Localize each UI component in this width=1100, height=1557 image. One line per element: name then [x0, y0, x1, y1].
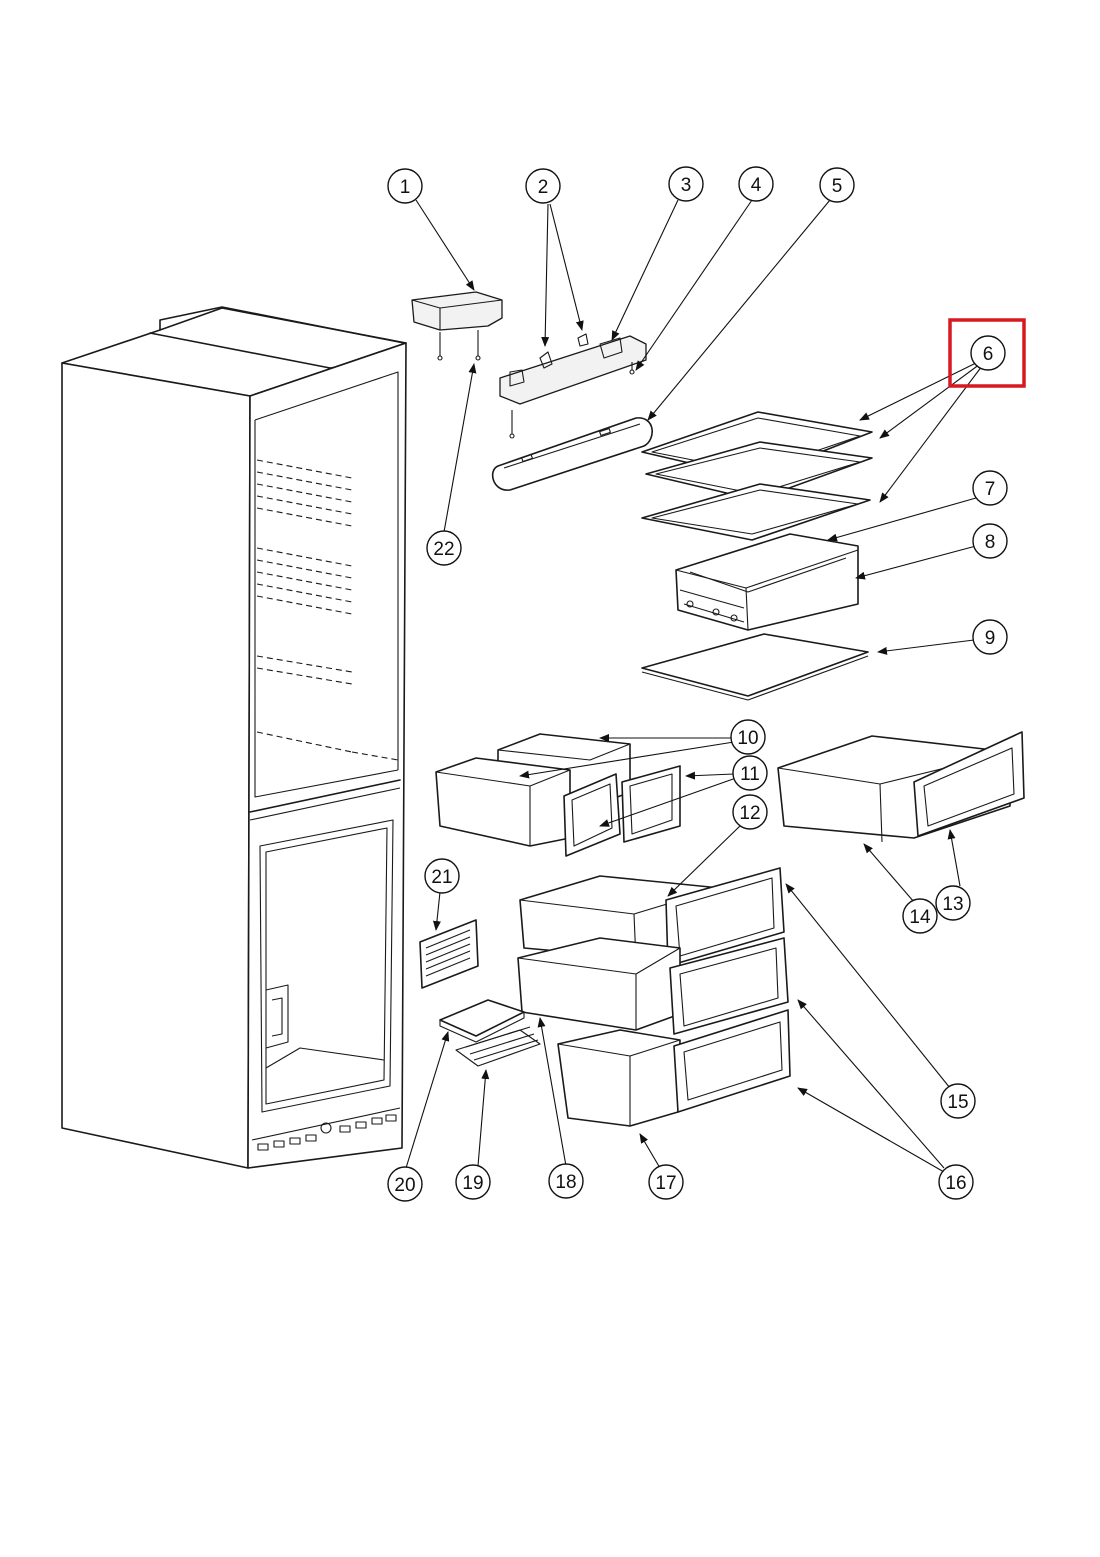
callout-label-20: 20: [394, 1175, 415, 1196]
callout-label-3: 3: [681, 175, 692, 196]
callout-6: 6: [948, 318, 1026, 388]
callout-22: 22: [426, 530, 462, 566]
callout-14: 14: [902, 898, 938, 934]
callout-9: 9: [972, 619, 1008, 655]
callout-label-7: 7: [985, 479, 996, 500]
callout-10: 10: [730, 719, 766, 755]
callout-2: 2: [525, 168, 561, 204]
callout-label-14: 14: [909, 907, 931, 928]
callout-label-16: 16: [945, 1173, 966, 1194]
callout-label-2: 2: [538, 177, 549, 198]
callout-label-11: 11: [740, 764, 760, 785]
part-glass-shelves: [641, 411, 873, 541]
callout-5: 5: [819, 167, 855, 203]
callout-label-1: 1: [400, 177, 411, 198]
part-chiller-box: [675, 533, 859, 631]
callout-label-21: 21: [431, 867, 452, 888]
callout-label-8: 8: [985, 532, 996, 553]
part-vent-grille: [419, 919, 479, 989]
part-large-drawer: [777, 731, 1025, 843]
callout-15: 15: [940, 1083, 976, 1119]
callout-label-12: 12: [739, 803, 760, 824]
callout-20: 20: [387, 1166, 423, 1202]
callout-8: 8: [972, 523, 1008, 559]
part-ice-tray: [439, 999, 541, 1067]
callout-label-19: 19: [462, 1173, 483, 1194]
callout-label-5: 5: [832, 176, 843, 197]
callout-16: 16: [938, 1164, 974, 1200]
callout-3: 3: [668, 166, 704, 202]
callout-17: 17: [648, 1164, 684, 1200]
part-crisper-cover: [641, 633, 869, 701]
callout-label-10: 10: [737, 728, 758, 749]
callout-label-13: 13: [942, 894, 963, 915]
callout-label-6: 6: [983, 344, 994, 365]
part-light-housing: [499, 333, 647, 439]
callout-12: 12: [732, 794, 768, 830]
callout-label-22: 22: [433, 539, 454, 560]
callout-label-18: 18: [555, 1172, 576, 1193]
callout-18: 18: [548, 1163, 584, 1199]
callout-label-17: 17: [655, 1173, 676, 1194]
callout-11: 11: [732, 755, 768, 791]
callout-label-15: 15: [947, 1092, 968, 1113]
callout-1: 1: [387, 168, 423, 204]
part-light-lens: [491, 417, 653, 491]
highlight-box: [948, 318, 1026, 388]
callout-7: 7: [972, 470, 1008, 506]
part-light-cover: [411, 291, 503, 361]
leader-lines: [405, 199, 983, 1173]
callout-19: 19: [455, 1164, 491, 1200]
callout-label-4: 4: [751, 175, 762, 196]
part-small-drawers: [435, 733, 681, 857]
callout-13: 13: [935, 885, 971, 921]
part-freezer-drawers: [517, 867, 791, 1127]
callout-21: 21: [424, 858, 460, 894]
refrigerator-cabinet: [61, 306, 407, 1169]
callout-label-9: 9: [985, 628, 996, 649]
callout-4: 4: [738, 166, 774, 202]
